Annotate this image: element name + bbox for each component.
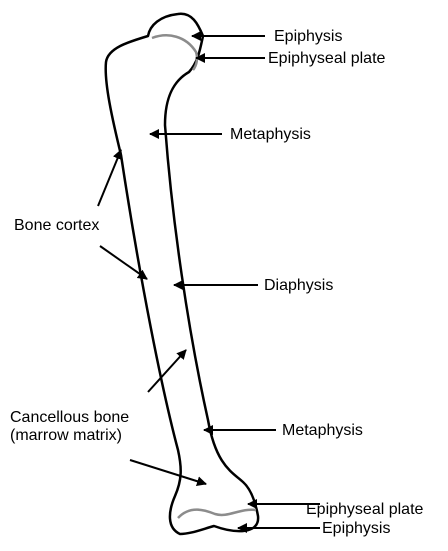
bone-outline bbox=[106, 14, 258, 534]
label-epiphyseal-plate-bottom: Epiphyseal plate bbox=[306, 501, 424, 518]
label-cancellous-bone: Cancellous bone bbox=[10, 409, 129, 426]
label-epiphyseal-plate-top: Epiphyseal plate bbox=[268, 50, 386, 67]
label-metaphysis-bottom: Metaphysis bbox=[282, 422, 363, 439]
arrow-bone-cortex-lower bbox=[100, 246, 147, 279]
label-marrow-matrix: (marrow matrix) bbox=[10, 427, 122, 444]
arrow-cancellous-upper bbox=[148, 350, 186, 392]
arrow-bone-cortex-upper bbox=[98, 150, 121, 206]
label-bone-cortex: Bone cortex bbox=[14, 217, 99, 234]
epiphyseal-plate-bottom-line bbox=[178, 510, 256, 518]
arrow-cancellous-lower bbox=[130, 460, 206, 484]
label-epiphysis-top: Epiphysis bbox=[274, 28, 342, 45]
epiphyseal-plate-top-line bbox=[152, 35, 197, 70]
label-metaphysis-top: Metaphysis bbox=[230, 126, 311, 143]
label-epiphysis-bottom: Epiphysis bbox=[322, 520, 390, 537]
label-diaphysis: Diaphysis bbox=[264, 277, 333, 294]
